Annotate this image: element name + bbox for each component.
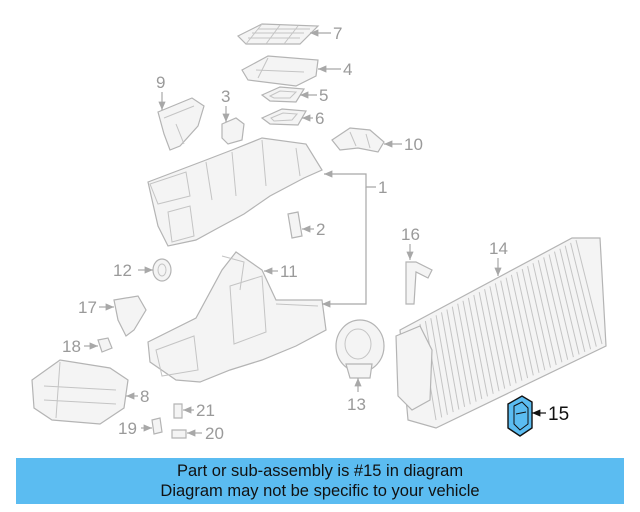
callout-8[interactable]: 8	[140, 387, 149, 406]
callout-15-highlighted[interactable]: 15	[548, 404, 569, 425]
part-1-upper-case	[147, 137, 323, 247]
part-15-seal-highlighted	[507, 395, 533, 437]
part-7-grille	[236, 23, 320, 45]
part-20-fastener	[171, 429, 187, 439]
callout-18[interactable]: 18	[62, 337, 81, 356]
callout-4[interactable]: 4	[343, 60, 352, 79]
part-14-heater-core	[395, 237, 607, 429]
part-10-bracket	[331, 127, 385, 153]
callout-1[interactable]: 1	[378, 178, 387, 197]
callout-13[interactable]: 13	[347, 395, 366, 414]
callout-14[interactable]: 14	[489, 239, 508, 258]
callout-17[interactable]: 17	[78, 298, 97, 317]
part-4-housing	[241, 55, 319, 87]
banner-line-disclaimer: Diagram may not be specific to your vehi…	[160, 482, 480, 500]
callout-21[interactable]: 21	[196, 401, 215, 420]
part-5-gasket	[260, 86, 306, 103]
callout-20[interactable]: 20	[205, 424, 224, 443]
callout-7[interactable]: 7	[333, 24, 342, 43]
callout-11[interactable]: 11	[280, 262, 298, 281]
callout-6[interactable]: 6	[315, 109, 324, 128]
callout-10[interactable]: 10	[404, 135, 423, 154]
callout-19[interactable]: 19	[118, 419, 137, 438]
callout-2[interactable]: 2	[316, 220, 325, 239]
part-18-nut	[97, 337, 113, 353]
part-2-clip	[287, 211, 303, 239]
callout-9[interactable]: 9	[156, 73, 165, 92]
info-banner: Part or sub-assembly is #15 in diagram D…	[16, 458, 624, 504]
part-6-gasket	[260, 108, 307, 126]
leader-lines	[84, 29, 546, 437]
banner-line-part: Part or sub-assembly is #15 in diagram	[176, 462, 464, 480]
part-8-module	[31, 359, 129, 425]
part-21-fastener	[173, 403, 183, 419]
part-9-duct	[157, 97, 205, 151]
part-11-lower-case	[147, 251, 327, 383]
part-3-actuator	[221, 117, 245, 145]
callout-3[interactable]: 3	[221, 87, 230, 106]
callout-labels: 7 4 5 6 9 3 10 1 2 11 12 16 14 17 18 8 1…	[62, 24, 569, 443]
callout-5[interactable]: 5	[319, 86, 328, 105]
part-13-blower	[335, 319, 385, 379]
part-16-hose	[405, 261, 433, 305]
part-17-valve	[113, 295, 147, 337]
part-19-fastener	[151, 417, 163, 435]
callout-16[interactable]: 16	[401, 225, 420, 244]
part-12-grommet	[152, 258, 172, 282]
callout-12[interactable]: 12	[113, 261, 132, 280]
